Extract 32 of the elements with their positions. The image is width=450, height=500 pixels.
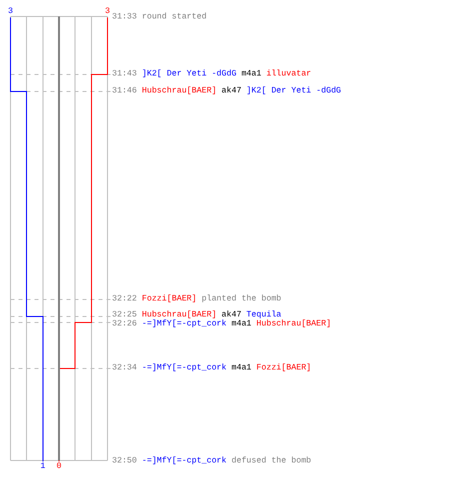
player-count: 1 bbox=[40, 462, 46, 470]
weapon-name: m4a1 bbox=[232, 364, 252, 373]
player-name: -=]MfY[=-cpt_cork bbox=[142, 456, 227, 465]
time-label: 31:43 bbox=[112, 70, 137, 79]
time-label: 31:33 bbox=[112, 12, 137, 21]
player-name: Hubschrau[BAER] bbox=[256, 319, 332, 328]
player-name: Fozzi[BAER] bbox=[256, 364, 312, 373]
time-label: 32:34 bbox=[112, 364, 137, 373]
time-label: 32:26 bbox=[112, 319, 137, 328]
player-count: 3 bbox=[8, 6, 13, 16]
player-name: ]K2[ Der Yeti -dGdG bbox=[246, 86, 342, 96]
player-name: ]K2[ Der Yeti -dGdG bbox=[142, 70, 236, 79]
weapon-name: ak47 bbox=[222, 310, 242, 320]
player-count: 0 bbox=[56, 462, 62, 470]
time-label: 32:22 bbox=[112, 294, 137, 304]
weapon-name: ak47 bbox=[222, 86, 242, 96]
player-name: -=]MfY[=-cpt_cork bbox=[142, 319, 227, 328]
time-label: 32:25 bbox=[112, 310, 137, 320]
player-name: Hubschrau[BAER] bbox=[142, 86, 217, 96]
player-count: 3 bbox=[105, 6, 110, 16]
weapon-name: m4a1 bbox=[241, 70, 262, 79]
weapon-name: m4a1 bbox=[232, 319, 252, 328]
player-name: illuvatar bbox=[266, 70, 312, 79]
time-label: 32:50 bbox=[112, 456, 137, 465]
event-text: planted the bomb bbox=[202, 294, 282, 304]
player-name: Hubschrau[BAER] bbox=[142, 310, 217, 320]
player-name: Fozzi[BAER] bbox=[142, 294, 197, 304]
player-name: Tequila bbox=[246, 310, 282, 320]
time-label: 31:46 bbox=[112, 86, 137, 96]
event-text: defused the bomb bbox=[232, 456, 312, 465]
event-text: round started bbox=[142, 12, 207, 21]
player-name: -=]MfY[=-cpt_cork bbox=[142, 364, 227, 373]
